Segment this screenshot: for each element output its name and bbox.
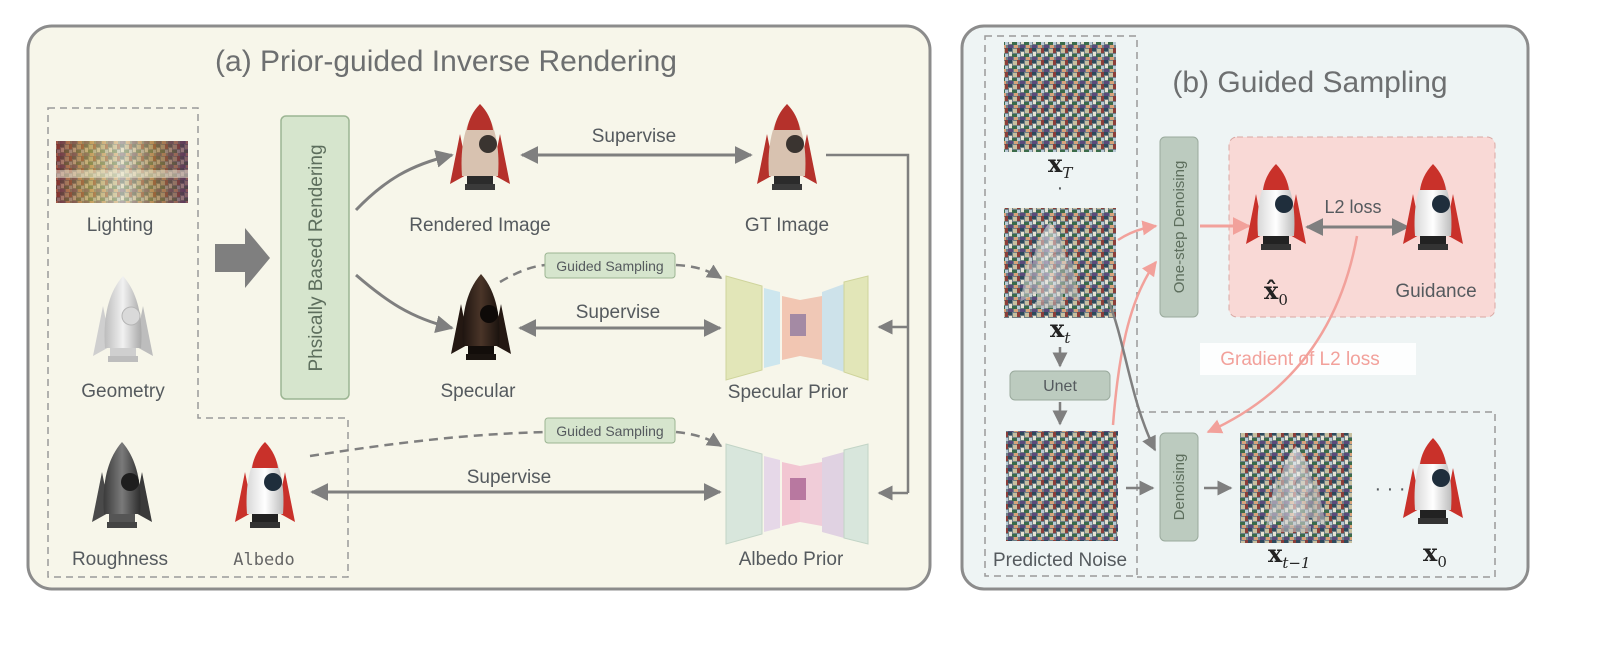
xhat0-math: x̂0 (1264, 276, 1288, 309)
panel-a-title: (a) Prior-guided Inverse Rendering (215, 45, 677, 78)
one-step-denoising-label: One-step Denoising (1171, 161, 1188, 294)
predicted-noise-image (1006, 431, 1118, 541)
one-step-denoising-block (1159, 136, 1199, 318)
guided-sampling-albedo-box (544, 417, 676, 444)
l2-loss-label: L2 loss (1324, 197, 1381, 217)
xt-math: xt (1050, 314, 1071, 347)
specular-label: Specular (441, 381, 517, 402)
noise-to-onestep-pink-arrow (1111, 260, 1158, 426)
supervise-bottom-label: Supervise (467, 467, 552, 488)
inputs-dashed-region (47, 107, 349, 578)
guidance-label: Guidance (1395, 281, 1476, 302)
predicted-noise-label: Predicted Noise (993, 550, 1127, 571)
noise-column-dashed (984, 35, 1138, 577)
lighting-envmap-image (56, 141, 188, 203)
albedo-prior-network-image (725, 443, 869, 545)
denoising-block (1159, 432, 1199, 542)
pbr-block (280, 115, 350, 400)
denoising-label: Denoising (1171, 454, 1188, 521)
xt-to-onestep-pink-arrow (1117, 220, 1158, 242)
gradient-pink-arrow (1206, 235, 1359, 434)
gradient-label-bg (1200, 343, 1416, 375)
roughness-label: Roughness (72, 549, 168, 570)
guided-sampling-albedo-label: Guided Sampling (556, 423, 663, 439)
xtm1-math: xt−1 (1268, 539, 1310, 572)
lighting-label: Lighting (87, 215, 154, 236)
xT-noise-image (1004, 42, 1116, 152)
xt-to-denoising-arrow (1106, 299, 1157, 452)
pbr-block-label: Phsically Based Rendering (306, 144, 327, 371)
guided-sampling-specular-label: Guided Sampling (556, 258, 663, 274)
geometry-label: Geometry (81, 381, 165, 402)
gt-feedback-line (826, 153, 910, 493)
albedo-label: Albedo (233, 550, 294, 570)
panel-b-title: (b) Guided Sampling (1172, 66, 1447, 99)
pbr-to-rendered-arrow (354, 150, 454, 212)
guided-sampling-specular-box (544, 252, 676, 279)
guided-sampling-albedo-dashed (309, 432, 721, 456)
supervise-middle-label: Supervise (576, 302, 661, 323)
guided-sampling-specular-dashed (499, 265, 721, 282)
specular-prior-network-image (725, 275, 869, 381)
pbr-to-specular-arrow (355, 273, 454, 333)
xT-math: xT (1048, 149, 1073, 182)
denoise-dashed-region (1137, 411, 1496, 578)
gradient-label: Gradient of L2 loss (1220, 349, 1379, 370)
rendered-label: Rendered Image (409, 215, 551, 236)
unet-block (1009, 370, 1111, 401)
horizontal-dots: · · · (1374, 478, 1405, 500)
xtm1-noisy-image (1240, 433, 1352, 543)
albedo-prior-label: Albedo Prior (739, 549, 844, 570)
vertical-dots: · (1057, 177, 1064, 199)
gt-label: GT Image (745, 215, 829, 236)
x0-math: x0 (1423, 538, 1447, 571)
unet-label: Unet (1043, 378, 1077, 395)
big-input-arrow (215, 228, 270, 288)
xt-noisy-image (1004, 208, 1116, 318)
supervise-top-label: Supervise (592, 126, 677, 147)
specular-prior-label: Specular Prior (728, 382, 849, 403)
